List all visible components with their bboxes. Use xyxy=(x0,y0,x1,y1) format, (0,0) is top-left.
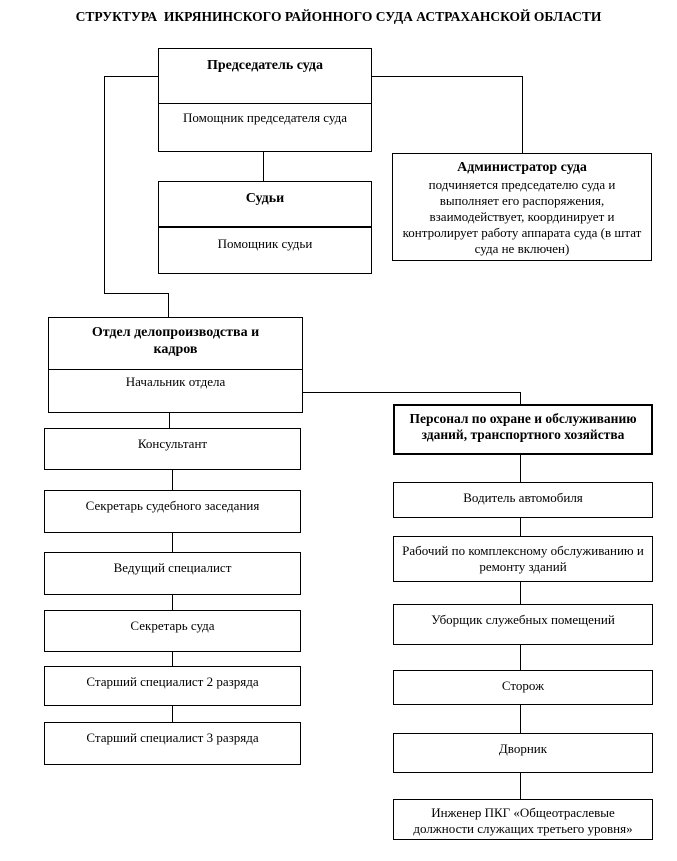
judges-title: Судьи xyxy=(159,182,371,228)
department-title: Отдел делопроизводства и кадров xyxy=(49,318,302,370)
chairman-title: Председатель суда xyxy=(159,49,371,104)
box-senior-specialist-2: Старший специалист 2 разряда xyxy=(44,666,301,706)
connector-to-administrator-v xyxy=(522,76,523,153)
connector-department-right-h xyxy=(303,392,520,393)
judges-assistant: Помощник судьи xyxy=(217,236,313,251)
box-engineer-pkg: Инженер ПКГ «Общеотраслевые должности сл… xyxy=(393,799,653,840)
connector-cleaner-watchman-v xyxy=(520,645,521,670)
box-chairman: Председатель суда Помощник председателя … xyxy=(158,48,372,152)
connector-leading-courtsec-v xyxy=(172,595,173,610)
box-cleaner: Уборщик служебных помещений xyxy=(393,604,653,645)
box-leading-specialist: Ведущий специалист xyxy=(44,552,301,595)
connector-left-v xyxy=(104,76,105,294)
connector-watchman-janitor-v xyxy=(520,705,521,733)
administrator-description: подчиняется председателю суда и выполняе… xyxy=(402,177,642,257)
box-senior-specialist-3: Старший специалист 3 разряда xyxy=(44,722,301,765)
connector-chairman-judges-v xyxy=(263,152,264,181)
connector-personnel-driver-v xyxy=(520,455,521,482)
connector-left-bottom-h xyxy=(104,293,169,294)
box-maintenance-worker: Рабочий по комплексному обслуживанию и р… xyxy=(393,536,653,582)
connector-courtsec-senior2-v xyxy=(172,652,173,666)
connector-worker-cleaner-v xyxy=(520,582,521,604)
box-administrator: Администратор суда подчиняется председат… xyxy=(392,153,652,261)
box-janitor: Дворник xyxy=(393,733,653,773)
box-driver: Водитель автомобиля xyxy=(393,482,653,518)
connector-driver-worker-v xyxy=(520,518,521,536)
department-head: Начальник отдела xyxy=(125,374,226,389)
box-department: Отдел делопроизводства и кадров Начальни… xyxy=(48,317,303,413)
connector-to-personnel-v xyxy=(520,392,521,404)
box-maintenance-personnel-header: Персонал по охране и обслуживанию зданий… xyxy=(393,404,653,455)
connector-janitor-engineer-v xyxy=(520,773,521,799)
page-title: СТРУКТУРА ИКРЯНИНСКОГО РАЙОННОГО СУДА АС… xyxy=(75,9,602,24)
connector-senior2-senior3-v xyxy=(172,706,173,722)
box-court-secretary: Секретарь суда xyxy=(44,610,301,652)
chairman-assistant: Помощник председателя суда xyxy=(183,110,347,125)
administrator-title: Администратор суда xyxy=(457,160,587,175)
connector-consultant-secretary-v xyxy=(172,470,173,490)
box-court-session-secretary: Секретарь судебного заседания xyxy=(44,490,301,533)
box-consultant: Консультант xyxy=(44,428,301,470)
connector-to-department-v xyxy=(168,293,169,317)
connector-secretary-leading-v xyxy=(172,533,173,552)
connector-chairman-right-h xyxy=(372,76,522,77)
box-judges: Судьи Помощник судьи xyxy=(158,181,372,274)
box-watchman: Сторож xyxy=(393,670,653,705)
connector-chairman-left-h xyxy=(104,76,158,77)
connector-department-consultant-v xyxy=(169,413,170,428)
